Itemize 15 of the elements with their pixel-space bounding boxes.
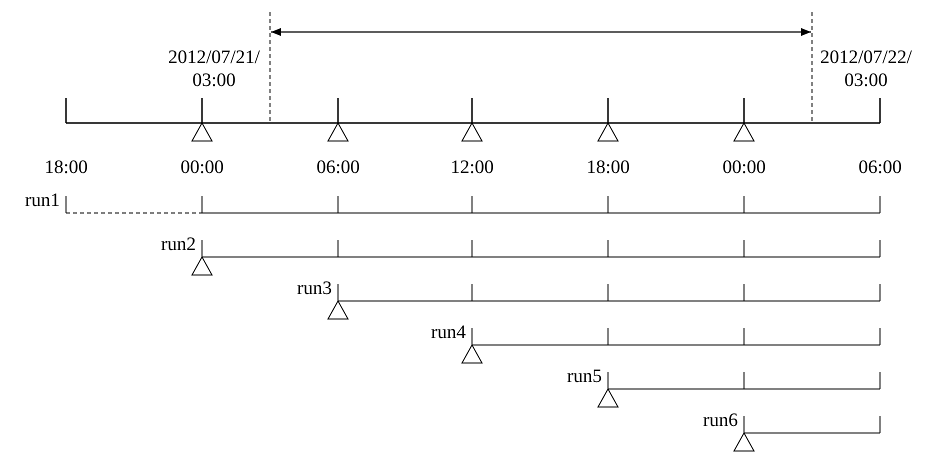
- time-label: 18:00: [586, 156, 630, 179]
- time-label: 00:00: [180, 156, 224, 179]
- run-label: run5: [567, 365, 602, 388]
- time-label: 12:00: [450, 156, 494, 179]
- run-label: run1: [25, 189, 60, 212]
- time-label: 06:00: [858, 156, 902, 179]
- time-label: 06:00: [316, 156, 360, 179]
- time-label: 18:00: [44, 156, 88, 179]
- run-label: run3: [297, 277, 332, 300]
- run-label: run6: [703, 409, 738, 432]
- date-label: 2012/07/22/ 03:00: [819, 46, 913, 92]
- time-label: 00:00: [722, 156, 766, 179]
- date-label: 2012/07/21/ 03:00: [167, 46, 261, 92]
- run-label: run4: [431, 321, 466, 344]
- run-label: run2: [161, 233, 196, 256]
